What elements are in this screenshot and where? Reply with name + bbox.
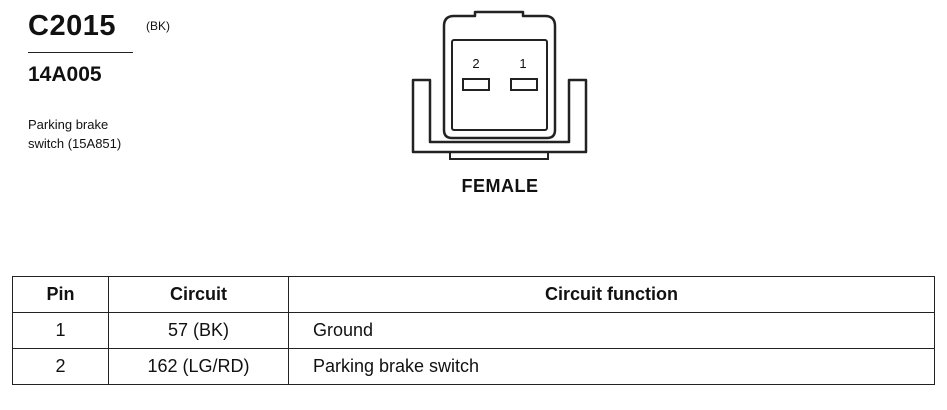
title-underline [28,52,133,53]
header-circuit: Circuit [108,276,289,313]
cell-pin: 1 [12,312,109,349]
component-description: Parking brake switch (15A851) [28,115,121,153]
table-header-row: Pin Circuit Circuit function [12,276,935,313]
table-row: 1 57 (BK) Ground [12,312,935,349]
connector-face-diagram: 2 1 [411,10,588,160]
cell-pin: 2 [12,348,109,385]
connector-body [442,10,557,140]
connector-flange [449,151,549,160]
component-description-line-2: switch (15A851) [28,136,122,151]
cell-circuit: 162 (LG/RD) [108,348,289,385]
connector-color-code: (BK) [146,19,170,33]
component-description-line-1: Parking brake [28,117,109,132]
part-number: 14A005 [28,63,102,86]
header-circuit-function: Circuit function [288,276,935,313]
terminal-pin-1 [510,78,538,91]
cell-circuit-function: Parking brake switch [288,348,935,385]
connector-pocket [451,39,548,131]
header-pin: Pin [12,276,109,313]
table-row: 2 162 (LG/RD) Parking brake switch [12,348,935,385]
pin-table: Pin Circuit Circuit function 1 57 (BK) G… [12,276,935,385]
terminal-pin-2 [462,78,490,91]
connector-gender-label: FEMALE [461,176,539,196]
pin-label-1: 1 [519,56,526,71]
connector-id: C2015 [28,10,116,42]
pin-label-2: 2 [472,56,479,71]
cell-circuit: 57 (BK) [108,312,289,349]
cell-circuit-function: Ground [288,312,935,349]
